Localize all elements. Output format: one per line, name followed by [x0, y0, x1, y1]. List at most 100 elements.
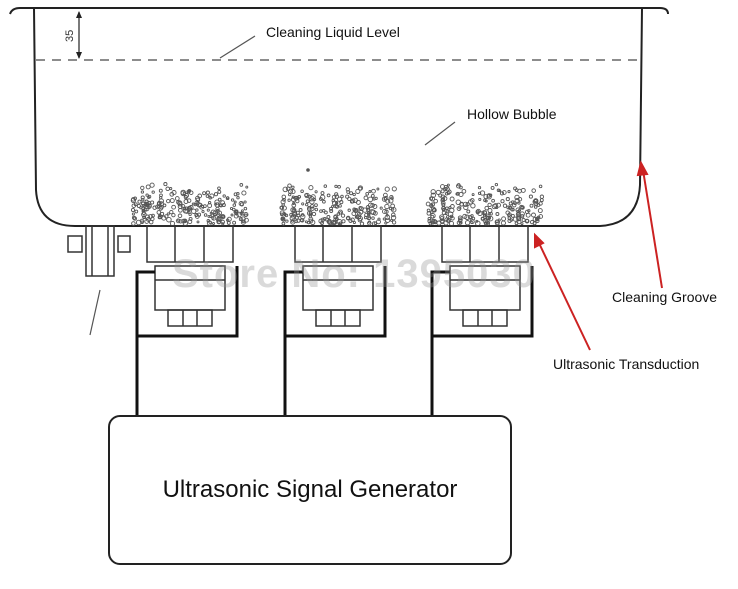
bubble — [191, 202, 195, 206]
bubble — [430, 214, 435, 219]
dimension-label: 35 — [64, 30, 76, 42]
bubble — [149, 182, 155, 188]
bubble — [425, 201, 431, 207]
bubble — [326, 215, 331, 219]
bubble — [384, 209, 389, 214]
bubble — [156, 210, 162, 215]
bubble — [430, 189, 436, 195]
bubble — [346, 216, 350, 221]
bubble — [350, 217, 355, 223]
bubble — [186, 190, 190, 194]
bubble — [446, 218, 452, 223]
bubble — [314, 190, 318, 194]
bubble — [330, 222, 334, 226]
bubble — [355, 188, 361, 194]
bubble — [184, 193, 189, 198]
bubble — [464, 214, 470, 221]
bubble — [487, 202, 492, 208]
bubble — [147, 196, 151, 199]
bubble — [464, 220, 471, 226]
bubble — [243, 200, 247, 204]
bubble — [188, 205, 194, 210]
bubble — [520, 222, 524, 226]
transduction-arrow — [537, 240, 591, 351]
bubble — [321, 208, 326, 213]
bubble — [441, 210, 447, 216]
bubble — [159, 205, 164, 210]
bubble — [433, 198, 438, 204]
bubble — [335, 204, 339, 209]
bubble — [510, 213, 515, 218]
bubble — [151, 190, 155, 194]
bubble — [169, 209, 174, 215]
bubble — [234, 209, 239, 214]
groove-arrowhead — [636, 160, 649, 177]
bubble — [218, 203, 222, 208]
bubble — [169, 191, 175, 197]
bubble — [314, 203, 318, 207]
bubble — [326, 219, 332, 225]
bubble — [285, 219, 289, 223]
bubble — [300, 213, 305, 217]
bubble — [281, 194, 287, 200]
bubble — [226, 220, 231, 225]
bubble — [159, 195, 163, 200]
liquid-level-label: Cleaning Liquid Level — [266, 24, 400, 40]
bubble — [516, 214, 521, 220]
bubble — [461, 188, 467, 194]
bubble — [239, 183, 244, 187]
bubble — [217, 216, 223, 222]
bubble — [448, 220, 455, 227]
bubble — [240, 216, 246, 222]
bubble — [352, 192, 356, 197]
bubble — [158, 201, 165, 207]
bubble — [334, 184, 338, 189]
bubble — [158, 214, 163, 220]
bubble — [140, 195, 145, 200]
bubble — [220, 219, 225, 225]
bubble — [366, 207, 371, 212]
bubble — [337, 184, 341, 189]
bubble — [531, 188, 536, 193]
wire — [283, 266, 387, 415]
bubble — [169, 187, 173, 191]
bubble — [438, 193, 443, 198]
bubble — [233, 192, 238, 197]
transducer-hex-nut — [146, 225, 234, 263]
bubble — [166, 212, 170, 216]
bubble — [529, 203, 534, 208]
bubble — [477, 191, 482, 196]
bubble — [212, 222, 215, 225]
bubble — [389, 194, 394, 200]
bubble — [164, 214, 169, 219]
bubble — [131, 215, 137, 220]
bubble — [236, 211, 242, 218]
bubble — [310, 194, 316, 200]
bubble — [384, 221, 388, 225]
bubble — [180, 189, 186, 196]
transduction-arrowhead — [534, 232, 545, 249]
liquid-level-pointer — [219, 35, 256, 59]
bubble — [203, 204, 207, 208]
bubble — [517, 201, 521, 205]
bubble — [308, 210, 313, 215]
bubble — [213, 192, 219, 197]
bubble — [528, 194, 533, 199]
bubble — [335, 201, 339, 205]
signal-generator-label: Ultrasonic Signal Generator — [162, 476, 458, 503]
bubble — [320, 191, 325, 196]
bubble — [319, 209, 323, 213]
bubble — [537, 208, 543, 214]
transduction-label: Ultrasonic Transduction — [553, 356, 700, 372]
bubble — [478, 197, 482, 201]
bubble — [145, 184, 151, 190]
bubble — [130, 207, 136, 213]
bubble — [484, 205, 489, 211]
bubble — [140, 185, 145, 191]
bubble — [445, 206, 449, 210]
bubble — [505, 197, 510, 202]
bubble — [382, 208, 388, 215]
bubble — [470, 219, 475, 224]
